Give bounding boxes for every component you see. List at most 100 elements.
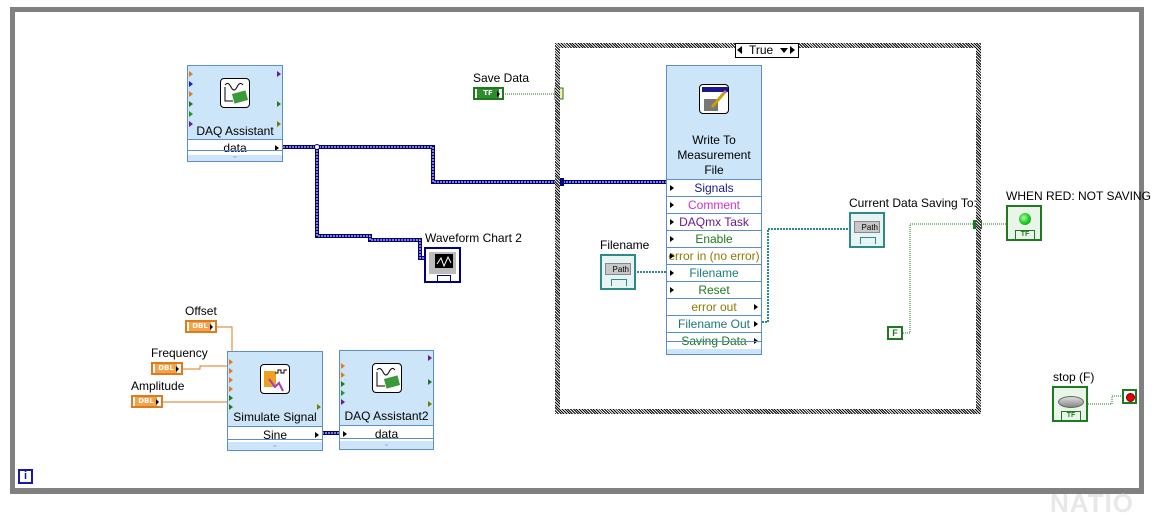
- terminal-data[interactable]: data: [188, 139, 282, 155]
- output-terminal[interactable]: [317, 404, 321, 410]
- input-arrow-icon: [670, 253, 674, 259]
- case-selector[interactable]: True: [735, 43, 799, 58]
- expand-chevron-icon[interactable]: ⌄: [228, 439, 322, 450]
- input-terminal[interactable]: [341, 372, 345, 378]
- waveform-chart-label: Waveform Chart 2: [425, 231, 522, 245]
- write-file-icon: [699, 84, 729, 114]
- output-terminal[interactable]: [428, 401, 432, 407]
- offset-label: Offset: [185, 304, 217, 318]
- chevron-down-icon[interactable]: [780, 48, 788, 53]
- output-terminal[interactable]: [277, 71, 281, 77]
- frequency-label: Frequency: [151, 346, 208, 360]
- input-terminal[interactable]: [229, 386, 233, 392]
- input-terminal[interactable]: [189, 91, 193, 97]
- daq-assistant2-node[interactable]: DAQ Assistant2 data ⌄: [339, 350, 434, 450]
- current-data-saving-label: Current Data Saving To:: [849, 196, 977, 210]
- input-terminal[interactable]: [229, 395, 233, 401]
- input-terminal[interactable]: [189, 101, 193, 107]
- offset-control[interactable]: DBL: [185, 320, 217, 333]
- terminal-error-in-no-error[interactable]: error in (no error): [667, 247, 761, 264]
- terminal-filename-out[interactable]: Filename Out: [667, 315, 761, 332]
- output-arrow-icon: [754, 321, 758, 327]
- input-arrow-icon: [670, 270, 674, 276]
- not-saving-indicator[interactable]: TF: [1006, 205, 1042, 241]
- wire-stop[interactable]: [1088, 395, 1122, 405]
- decrement-arrow-icon[interactable]: [737, 46, 742, 54]
- loop-condition-terminal[interactable]: [1122, 389, 1137, 404]
- terminal-error-out[interactable]: error out: [667, 298, 761, 315]
- watermark: NATIO: [1050, 488, 1134, 518]
- node-title-line: File: [704, 163, 724, 177]
- current-data-saving-indicator[interactable]: Path: [849, 212, 885, 248]
- input-terminal[interactable]: [341, 381, 345, 387]
- terminal-comment[interactable]: Comment: [667, 196, 761, 213]
- output-terminal[interactable]: [277, 101, 281, 107]
- terminal-data[interactable]: data: [340, 425, 433, 441]
- dbl-tag: DBL: [155, 364, 177, 373]
- amplitude-label: Amplitude: [131, 379, 185, 393]
- waveform-chart-indicator[interactable]: [424, 247, 461, 283]
- input-terminal[interactable]: [189, 81, 193, 87]
- input-terminal[interactable]: [189, 111, 193, 117]
- input-arrow-icon: [670, 185, 674, 191]
- chart-icon: [429, 252, 456, 274]
- output-terminal[interactable]: [277, 121, 281, 127]
- stop-sign-icon: [1126, 393, 1135, 402]
- stop-control[interactable]: TF: [1052, 386, 1088, 422]
- terminal-label: error in (no error): [668, 249, 760, 263]
- chart-plot-area: [435, 254, 453, 268]
- expand-region[interactable]: [667, 341, 761, 354]
- input-terminal[interactable]: [341, 399, 345, 405]
- input-terminal[interactable]: [189, 121, 193, 127]
- dbl-tag: DBL: [189, 322, 211, 331]
- tf-tag: TF: [1015, 230, 1035, 239]
- terminal-reset[interactable]: Reset: [667, 281, 761, 298]
- output-arrow-icon: [497, 91, 500, 97]
- terminal-enable[interactable]: Enable: [667, 230, 761, 247]
- node-title-line: Measurement: [677, 148, 751, 162]
- case-selector-value: True: [749, 43, 774, 57]
- input-terminal[interactable]: [229, 359, 233, 365]
- filename-control[interactable]: Path: [600, 254, 636, 290]
- input-terminal[interactable]: [229, 377, 233, 383]
- tf-tag: TF: [1061, 411, 1081, 420]
- output-terminal[interactable]: [428, 355, 432, 361]
- path-tag: Path: [854, 221, 880, 233]
- info-icon[interactable]: i: [18, 469, 33, 484]
- save-data-label: Save Data: [473, 71, 530, 85]
- input-arrow-icon: [670, 287, 674, 293]
- output-terminal[interactable]: [428, 379, 432, 385]
- terminal-sine[interactable]: Sine: [228, 426, 322, 442]
- input-arrow-icon: [343, 431, 347, 437]
- input-terminal[interactable]: [341, 390, 345, 396]
- terminal-daqmx-task[interactable]: DAQmx Task: [667, 213, 761, 230]
- button-icon: [1058, 396, 1084, 408]
- terminal-filename[interactable]: Filename: [667, 264, 761, 281]
- input-terminal[interactable]: [341, 363, 345, 369]
- output-arrow-icon: [210, 324, 213, 330]
- input-terminal[interactable]: [229, 404, 233, 410]
- case-structure[interactable]: [555, 43, 981, 414]
- input-arrow-icon: [670, 202, 674, 208]
- expand-chevron-icon[interactable]: ⌄: [340, 438, 433, 449]
- terminal-signals[interactable]: Signals: [667, 179, 761, 196]
- input-terminal[interactable]: [189, 71, 193, 77]
- node-title: DAQ Assistant2: [344, 409, 429, 423]
- save-data-control[interactable]: TF: [473, 87, 504, 100]
- amplitude-control[interactable]: DBL: [131, 395, 163, 408]
- expand-chevron-icon[interactable]: ⌄: [188, 150, 282, 161]
- path-tag: Path: [605, 263, 631, 275]
- terminal-label: error out: [691, 300, 737, 314]
- simulate-signal-node[interactable]: Simulate Signal Sine ⌄: [227, 351, 323, 451]
- frequency-control[interactable]: DBL: [151, 362, 183, 375]
- block-diagram-frame: [10, 7, 1144, 494]
- increment-arrow-icon[interactable]: [790, 46, 795, 54]
- filename-label: Filename: [600, 238, 650, 252]
- daq-assistant-node[interactable]: DAQ Assistant data ⌄: [187, 65, 283, 162]
- wire-dbl[interactable]: [162, 326, 233, 403]
- input-arrow-icon: [670, 219, 674, 225]
- false-constant[interactable]: F: [887, 326, 903, 340]
- input-terminal[interactable]: [229, 368, 233, 374]
- node-title: DAQ Assistant: [196, 124, 274, 138]
